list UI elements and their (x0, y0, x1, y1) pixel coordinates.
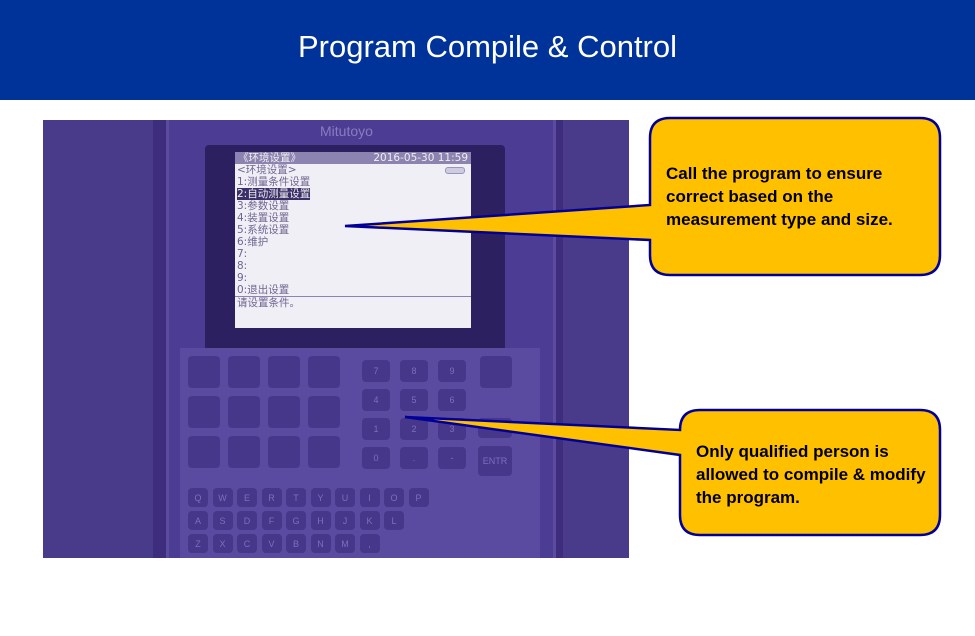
screen-menu-item[interactable]: 1:测量条件设置 (235, 176, 471, 188)
function-key[interactable] (268, 396, 300, 428)
callout-1-text: Call the program to ensure correct based… (666, 164, 893, 229)
function-key[interactable] (268, 436, 300, 468)
letter-key[interactable]: E (237, 488, 257, 507)
numeric-key[interactable]: 5 (400, 389, 428, 411)
letter-key[interactable]: , (359, 534, 380, 553)
numeric-key[interactable]: 9 (438, 360, 466, 382)
letter-key[interactable]: G (286, 511, 306, 530)
screen-menu-item-label: 1:测量条件设置 (237, 176, 311, 188)
screen-datetime: 2016-05-30 11:59 (373, 152, 468, 164)
numeric-key[interactable]: 6 (438, 389, 466, 411)
letter-key[interactable]: A (188, 511, 208, 530)
screen-menu-item-label: 9: (237, 272, 248, 284)
numeric-key[interactable]: 1 (362, 418, 390, 440)
enter-key[interactable]: ENTR (478, 446, 512, 476)
screen-menu-item[interactable]: 5:系统设置 (235, 224, 471, 236)
function-key[interactable] (308, 396, 340, 428)
photo-background-left (43, 120, 153, 558)
letter-key[interactable]: Q (188, 488, 208, 507)
letter-key[interactable]: J (335, 511, 355, 530)
screen-menu-item[interactable]: 0:退出设置 (235, 284, 471, 296)
screen-menu-item-label: 2:自动测量设置 (237, 188, 311, 200)
letter-key[interactable]: H (310, 511, 331, 530)
letter-key[interactable]: M (335, 534, 355, 553)
screen-menu-item-label: 8: (237, 260, 248, 272)
numeric-key[interactable]: 0 (362, 447, 390, 469)
screen-menu-item[interactable]: 4:装置设置 (235, 212, 471, 224)
letter-key[interactable]: S (212, 511, 233, 530)
function-key[interactable] (228, 396, 260, 428)
numeric-key[interactable]: 8 (400, 360, 428, 382)
function-key[interactable] (308, 356, 340, 388)
function-key[interactable] (188, 436, 220, 468)
letter-key[interactable]: W (212, 488, 233, 507)
letter-key[interactable]: V (261, 534, 282, 553)
screen-menu-item-label: 4:装置设置 (237, 212, 290, 224)
screen-menu-item-label: 3:参数设置 (237, 200, 290, 212)
numeric-key[interactable]: 2 (400, 418, 428, 440)
numeric-key[interactable]: 4 (362, 389, 390, 411)
slide-title-bar: Program Compile & Control (0, 0, 975, 100)
screen-menu-item-label: 0:退出设置 (237, 284, 290, 296)
photo-background-right (563, 120, 629, 558)
letter-key[interactable]: U (335, 488, 355, 507)
callout-1-shape (344, 116, 942, 277)
numeric-key[interactable]: - (438, 447, 466, 469)
letter-key[interactable]: T (286, 488, 306, 507)
screen-menu-item[interactable]: 7: (235, 248, 471, 260)
function-key[interactable] (188, 396, 220, 428)
letter-key[interactable]: X (212, 534, 233, 553)
function-key[interactable] (188, 356, 220, 388)
letter-key[interactable]: P (408, 488, 429, 507)
letter-key[interactable]: Z (188, 534, 208, 553)
screen-menu-item-label: 6:维护 (237, 236, 269, 248)
letter-key[interactable]: B (286, 534, 306, 553)
callout-2-text: Only qualified person is allowed to comp… (696, 442, 926, 507)
screen-title-bar: 《环境设置》 2016-05-30 11:59 (235, 152, 471, 164)
letter-key[interactable]: F (261, 511, 282, 530)
letter-key[interactable]: I (359, 488, 380, 507)
screen-heading: <环境设置> (237, 164, 297, 176)
screen-title: 《环境设置》 (238, 152, 301, 164)
slide-title: Program Compile & Control (297, 29, 678, 64)
function-key[interactable] (228, 436, 260, 468)
screen-menu-item[interactable]: 9: (235, 272, 471, 284)
screen-menu-item-label: 7: (237, 248, 248, 260)
letter-key[interactable]: R (261, 488, 282, 507)
letter-key[interactable]: Y (310, 488, 331, 507)
screen-menu-item[interactable]: 8: (235, 260, 471, 272)
screen-menu-item[interactable]: 6:维护 (235, 236, 471, 248)
screen-menu-item[interactable]: 3:参数设置 (235, 200, 471, 212)
battery-icon (445, 167, 465, 174)
callout-2-shape (404, 408, 942, 537)
screen-status: 请设置条件。 (235, 296, 471, 309)
letter-key[interactable]: K (359, 511, 380, 530)
letter-key[interactable]: O (384, 488, 404, 507)
function-key[interactable] (268, 356, 300, 388)
numeric-key[interactable]: . (400, 447, 428, 469)
device-photo: Mitutoyo 《环境设置》 2016-05-30 11:59 <环境设置> … (43, 120, 629, 558)
letter-key[interactable]: N (310, 534, 331, 553)
screen-menu-item-label: 5:系统设置 (237, 224, 290, 236)
letter-key[interactable]: C (237, 534, 257, 553)
function-key[interactable] (228, 356, 260, 388)
screen-menu-item[interactable]: 2:自动测量设置 (235, 188, 471, 200)
numeric-key[interactable]: 7 (362, 360, 390, 382)
power-button[interactable] (480, 356, 512, 388)
function-key[interactable] (308, 436, 340, 468)
letter-key[interactable]: L (384, 511, 404, 530)
brand-logo: Mitutoyo (320, 123, 373, 139)
letter-key[interactable]: D (237, 511, 257, 530)
